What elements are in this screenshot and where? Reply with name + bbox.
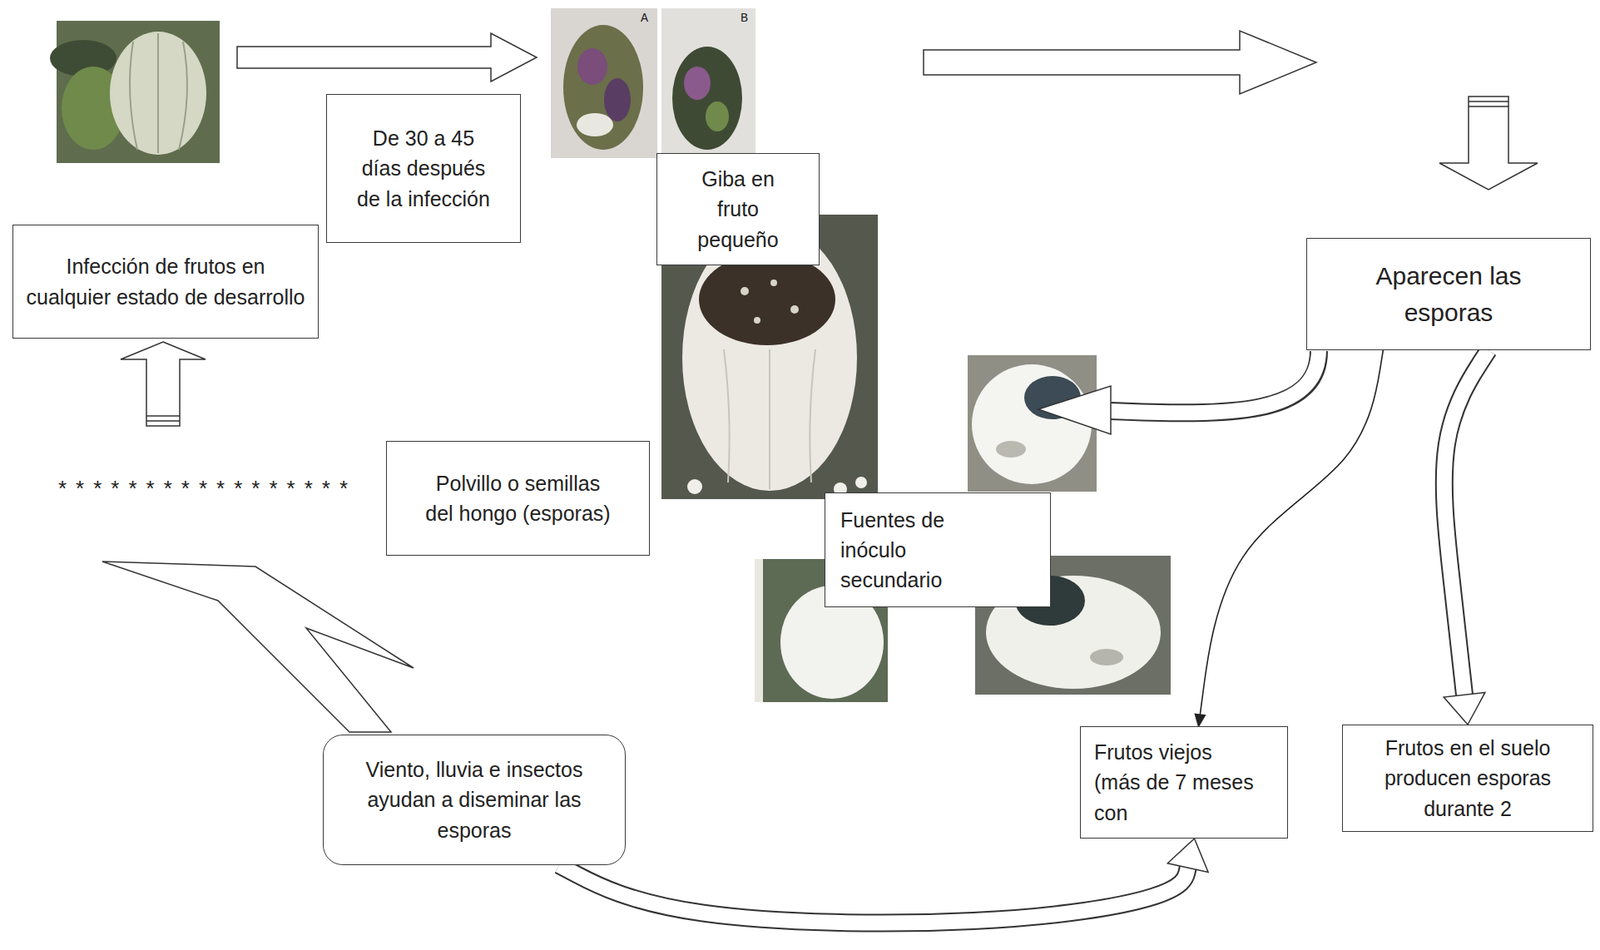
text-box: Infección de frutos en cualquier estado … — [12, 224, 319, 339]
arrow-line — [1199, 350, 1383, 715]
label-text: B — [740, 11, 748, 26]
spore-spot — [770, 279, 778, 287]
pod-ridge — [129, 33, 188, 154]
cacao-photo — [967, 355, 1097, 492]
box-text: Aparecen las esporas — [1332, 257, 1566, 331]
flow-arrow — [1194, 350, 1383, 727]
text-box: Aparecen las esporas — [1306, 237, 1591, 351]
spore-spot — [753, 317, 761, 324]
arrow-band — [1444, 350, 1489, 695]
arrow-head — [1443, 692, 1486, 725]
text-box: Frutos viejos (más de 7 meses con — [1079, 726, 1288, 839]
box-text: Viento, lluvia e insectos ayudan a disem… — [365, 754, 584, 846]
lesion — [683, 66, 711, 100]
lesion — [577, 48, 608, 85]
text-box: Frutos en el suelo producen esporas dura… — [1342, 724, 1594, 833]
photo-ground — [967, 355, 1097, 492]
lesion — [604, 78, 631, 122]
text-box: Fuentes de inóculo secundario — [824, 492, 1051, 608]
pod — [109, 31, 207, 155]
hollow-arrow — [1109, 349, 1319, 413]
pod — [672, 46, 743, 150]
arrow-band — [559, 865, 1189, 924]
photo-edge — [754, 559, 763, 703]
arrow-band-outline — [559, 865, 1189, 924]
photo-ground — [550, 8, 658, 159]
pod-ridge — [723, 349, 816, 490]
arrow-head — [1167, 838, 1209, 873]
lesion — [576, 113, 614, 137]
hollow-arrow-head — [1038, 386, 1111, 435]
spore-spot — [740, 287, 749, 296]
arrow-stripe — [146, 416, 180, 422]
text-box: Polvillo o semillas del hongo (esporas) — [386, 440, 650, 556]
bead — [687, 479, 703, 495]
pod — [563, 24, 644, 150]
hollow-arrow — [120, 341, 206, 427]
bead — [855, 476, 867, 489]
box-text: Giba en fruto pequeño — [690, 163, 786, 255]
hollow-arrow — [923, 30, 1317, 95]
cacao-photo — [49, 20, 220, 164]
arrow-band-outline — [1444, 350, 1489, 695]
box-text: Frutos en el suelo producen esporas dura… — [1354, 733, 1581, 824]
text-box: Viento, lluvia e insectos ayudan a disem… — [322, 734, 626, 866]
arrow-stripe — [1468, 101, 1509, 107]
flow-arrow — [559, 838, 1209, 924]
box-text: Infección de frutos en cualquier estado … — [24, 251, 307, 313]
spore-spot — [790, 305, 799, 314]
flow-arrow — [1443, 350, 1489, 725]
cacao-photo — [661, 8, 756, 159]
photo-ground — [661, 8, 756, 159]
pod — [971, 364, 1092, 485]
hollow-arrow — [237, 33, 537, 82]
hollow-arrow — [102, 561, 414, 733]
box-text: Fuentes de inóculo secundario — [840, 505, 1001, 596]
lesion — [995, 440, 1026, 458]
lesion — [705, 101, 729, 132]
label-text: ***************** — [58, 475, 357, 502]
hollow-arrow — [1439, 96, 1538, 190]
box-text: Polvillo o semillas del hongo (esporas) — [420, 468, 616, 530]
arrow-head — [1194, 713, 1205, 727]
cacao-photo — [550, 8, 658, 159]
box-text: Frutos viejos (más de 7 meses con — [1094, 737, 1254, 828]
box-text: De 30 a 45 días después de la infección — [351, 123, 496, 214]
text-box: De 30 a 45 días después de la infección — [326, 94, 521, 243]
lesion — [1089, 648, 1124, 666]
lesion — [698, 253, 836, 346]
text-box: Giba en fruto pequeño — [656, 153, 820, 266]
label-text: A — [640, 11, 649, 26]
